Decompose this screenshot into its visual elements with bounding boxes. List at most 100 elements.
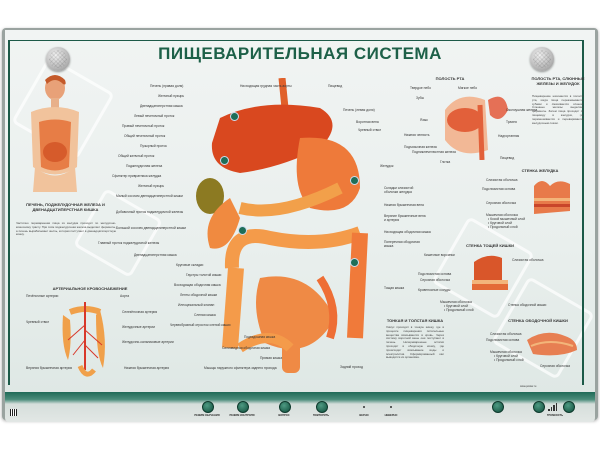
- colon-wall-illustration: [527, 332, 577, 356]
- organ-label: Нисходящая ободочная кишка: [384, 230, 431, 234]
- organ-label: Складки слизистой оболочки желудка: [384, 186, 414, 194]
- colon-wall-heading: СТЕНКА ОБОДОЧНОЙ КИШКИ: [508, 318, 568, 323]
- stomach-wall-label: • Круговой слой: [488, 221, 512, 225]
- info-badge-icon[interactable]: [220, 156, 229, 165]
- organ-label: Червеобразный отросток слепой кишки: [170, 323, 231, 327]
- organ-label: Двенадцатиперстная кишка: [140, 104, 183, 108]
- mode-learn-button[interactable]: [202, 401, 214, 413]
- organ-label: Печень (правая доля): [150, 84, 184, 88]
- organ-label: Прямая кишка: [260, 356, 283, 360]
- arterial-label: Нижняя брыжеечная артерия: [124, 366, 170, 370]
- organ-label: Желчный пузырь: [158, 94, 185, 98]
- organ-label: Добавочный проток поджелудочной железы: [116, 210, 184, 214]
- info-badge-icon[interactable]: [230, 112, 239, 121]
- arterial-label: Чревный ствол: [26, 320, 50, 324]
- info-badge-icon[interactable]: [350, 258, 359, 267]
- arterial-heading: АРТЕРИАЛЬНОЕ КРОВОСНАБЖЕНИЕ: [52, 286, 128, 291]
- torso-illustration: [31, 75, 79, 192]
- mouth-label: Трахея: [506, 120, 517, 124]
- mode-test-button[interactable]: [237, 401, 249, 413]
- organ-label: Мышцы наружного сфинктера заднего проход…: [204, 366, 277, 370]
- mouth-label: Мягкое небо: [458, 86, 478, 90]
- repeat-button[interactable]: [316, 401, 328, 413]
- organ-label: Желудок: [380, 164, 394, 168]
- power-button[interactable]: [492, 401, 504, 413]
- mouth-label: Надгортанник: [498, 134, 520, 138]
- mouth-illustration: [445, 96, 508, 160]
- volume-down-button[interactable]: [533, 401, 545, 413]
- organ-label: Правый печеночный проток: [122, 124, 165, 128]
- organ-label: Малый сосочек двенадцатиперстной кишки: [116, 194, 183, 198]
- liver-heading: ПЕЧЕНЬ, ПОДЖЕЛУДОЧНАЯ ЖЕЛЕЗА И ДВЕНАДЦАТ…: [26, 202, 105, 212]
- footer-note: www.poster.ru: [520, 385, 537, 388]
- poster-border: [8, 40, 584, 385]
- mouth-heading: ПОЛОСТЬ РТА: [435, 76, 465, 81]
- jejunum-wall-label: Мышечная оболочка: [440, 300, 472, 304]
- info-badge-icon[interactable]: [238, 226, 247, 235]
- organ-label: Тощая кишка: [384, 286, 405, 290]
- arterial-label: Аорта: [120, 294, 130, 298]
- organ-label: Восходящая ободочная кишка: [174, 283, 221, 287]
- jejunum-wall-label: Кровеносные сосуды: [418, 288, 451, 292]
- stomach-wall-label: • Продольный слой: [488, 225, 518, 229]
- organ-label: Нижняя брыжеечная вена: [384, 203, 424, 207]
- incorrect-label: НЕВЕРНО: [384, 414, 398, 417]
- organ-label: Чревный ствол: [358, 128, 382, 132]
- poster-title: ПИЩЕВАРИТЕЛЬНАЯ СИСТЕМА: [158, 44, 442, 63]
- organ-label: Печень (левая доля): [343, 108, 375, 112]
- organ-label: Левый печеночный проток: [134, 114, 175, 118]
- organ-label: Желчный пузырь: [138, 184, 165, 188]
- stomach-wall-label: Подслизистая основа: [482, 187, 516, 191]
- intestine-description: Химус проходит в тонкую кишку, где в про…: [386, 325, 444, 360]
- organ-label: Круговые складки: [176, 263, 204, 267]
- correct-label: ВЕРНО: [359, 414, 369, 417]
- jejunum-wall-heading: СТЕНКА ТОЩЕЙ КИШКИ: [465, 243, 515, 248]
- volume-label: ГРОМКОСТЬ: [546, 414, 564, 417]
- jejunum-wall-illustration: [472, 255, 508, 290]
- volume-up-button[interactable]: [563, 401, 575, 413]
- stomach-wall-illustration: [534, 181, 570, 214]
- colon-wall-label: • Продольный слой: [494, 358, 524, 362]
- mouth-label: Зубы: [416, 96, 424, 100]
- organ-label: Слепая кишка: [194, 313, 216, 317]
- question-button[interactable]: [279, 401, 291, 413]
- question-label: ВОПРОС: [278, 414, 290, 417]
- organ-label: Большой сосочек двенадцатиперстной кишки: [116, 226, 186, 230]
- mode-learn-label: РЕЖИМ ОБУЧЕНИЯ: [194, 414, 220, 417]
- organ-label: Подвздошная кишка: [244, 335, 276, 339]
- mode-test-label: РЕЖИМ КОНТРОЛЯ: [229, 414, 255, 417]
- mouth-label: Подъязычная железа: [404, 145, 437, 149]
- jejunum-wall-label: Стенка ободочной кишки: [508, 303, 547, 307]
- jejunum-wall-label: • Круговой слой: [444, 304, 468, 308]
- digestive-system-illustration: [196, 78, 368, 373]
- organ-label: Задний проход: [340, 365, 363, 369]
- mouth-label: Поднижнечелюстная железа: [412, 150, 456, 154]
- mouth-label: Глотка: [440, 160, 451, 164]
- mouth-label: Околоушная железа: [506, 108, 538, 112]
- colon-wall-label: Слизистая оболочка: [490, 332, 522, 336]
- colon-wall-label: Мышечная оболочка: [490, 350, 522, 354]
- jejunum-wall-label: Слизистая оболочка: [512, 258, 544, 262]
- info-badge-icon[interactable]: [350, 176, 359, 185]
- repeat-label: ПОВТОРИТЬ: [312, 414, 330, 417]
- arterial-label: Желудочно-сальниковые артерии: [122, 340, 174, 344]
- organ-label: Гаустры толстой кишки: [186, 273, 222, 277]
- colon-wall-label: Подслизистая основа: [486, 338, 520, 342]
- mouth-label: Пищевод: [500, 156, 515, 160]
- arterial-label: Селезёночная артерия: [122, 310, 158, 314]
- arterial-illustration: [62, 302, 105, 377]
- mouth-label: Язык: [420, 118, 428, 122]
- organ-label: Верхние брыжеечные вена и артерия: [384, 214, 426, 222]
- arterial-label: Печёночные артерии: [26, 294, 59, 298]
- intestine-heading: ТОНКАЯ И ТОЛСТАЯ КИШКА: [386, 318, 444, 323]
- incorrect-indicator-icon: [390, 406, 392, 408]
- salivary-heading: ПОЛОСТЬ РТА, СЛЮННЫЕ ЖЕЛЕЗЫ И ЖЕЛУДОК: [531, 76, 585, 86]
- salivary-description: Пищеварение начинается в полости рта, ко…: [532, 94, 584, 125]
- mouth-label: Нижняя челюсть: [404, 133, 430, 137]
- organ-label: Нисходящая грудная часть аорты: [240, 84, 292, 88]
- stomach-wall-heading: СТЕНКА ЖЕЛУДКА: [521, 168, 559, 173]
- jejunum-wall-label: Подслизистая основа: [418, 272, 452, 276]
- organ-label: Сигмовидная ободочная кишка: [222, 346, 270, 350]
- arterial-label: Верхняя брыжеечная артерия: [26, 366, 73, 370]
- organ-label: Общий желчный проток: [118, 154, 155, 158]
